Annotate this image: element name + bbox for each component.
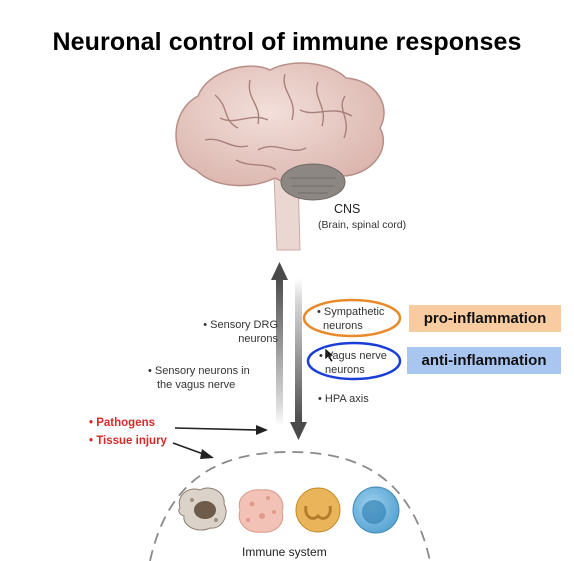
immune-system-label: Immune system xyxy=(242,545,327,559)
brain-illustration xyxy=(175,62,385,201)
lymphocyte-cell-icon xyxy=(352,486,400,534)
immune-system-boundary xyxy=(149,451,431,561)
afferent-item-line2: neurons xyxy=(238,333,278,345)
pro-inflammation-tag: pro-inflammation xyxy=(409,305,561,332)
macrophage-cell-icon xyxy=(178,487,227,531)
efferent-item-line1: • Vagus nerve xyxy=(319,350,387,362)
pathogen-arrow xyxy=(174,425,268,435)
afferent-item-line1: • Sensory DRG xyxy=(203,319,278,331)
efferent-item-line1: • Sympathetic xyxy=(317,306,385,318)
mouse-cursor-icon xyxy=(324,347,335,363)
anti-inflammation-tag: anti-inflammation xyxy=(407,347,561,374)
anti-inflammation-highlight xyxy=(306,341,402,381)
neutrophil-cell-icon xyxy=(295,487,341,533)
page-title: Neuronal control of immune responses xyxy=(52,28,522,56)
afferent-item-line1: • Sensory neurons in xyxy=(148,365,250,377)
efferent-arrow xyxy=(290,278,307,440)
cns-sublabel: (Brain, spinal cord) xyxy=(318,219,407,231)
efferent-item-line1: • HPA axis xyxy=(318,393,369,405)
efferent-item-hpa: • HPA axis xyxy=(318,392,369,406)
afferent-item-line2: the vagus nerve xyxy=(157,379,236,391)
trigger-pathogens: • Pathogens xyxy=(89,417,156,429)
injury-arrow xyxy=(172,442,214,459)
afferent-item-sensory-drg: • Sensory DRG neurons xyxy=(168,318,278,346)
dendritic-cell-icon xyxy=(238,489,284,533)
efferent-item-line2: neurons xyxy=(325,364,365,376)
cns-label: CNS xyxy=(334,202,361,216)
efferent-item-vagus: • Vagus nerve neurons xyxy=(319,349,387,377)
pro-inflammation-highlight xyxy=(302,298,402,338)
afferent-arrow xyxy=(271,262,288,426)
efferent-item-line2: neurons xyxy=(323,320,363,332)
efferent-item-sympathetic: • Sympathetic neurons xyxy=(317,305,384,333)
afferent-item-sensory-vagus: • Sensory neurons in the vagus nerve xyxy=(148,364,268,392)
trigger-tissue-injury: • Tissue injury xyxy=(89,435,167,447)
